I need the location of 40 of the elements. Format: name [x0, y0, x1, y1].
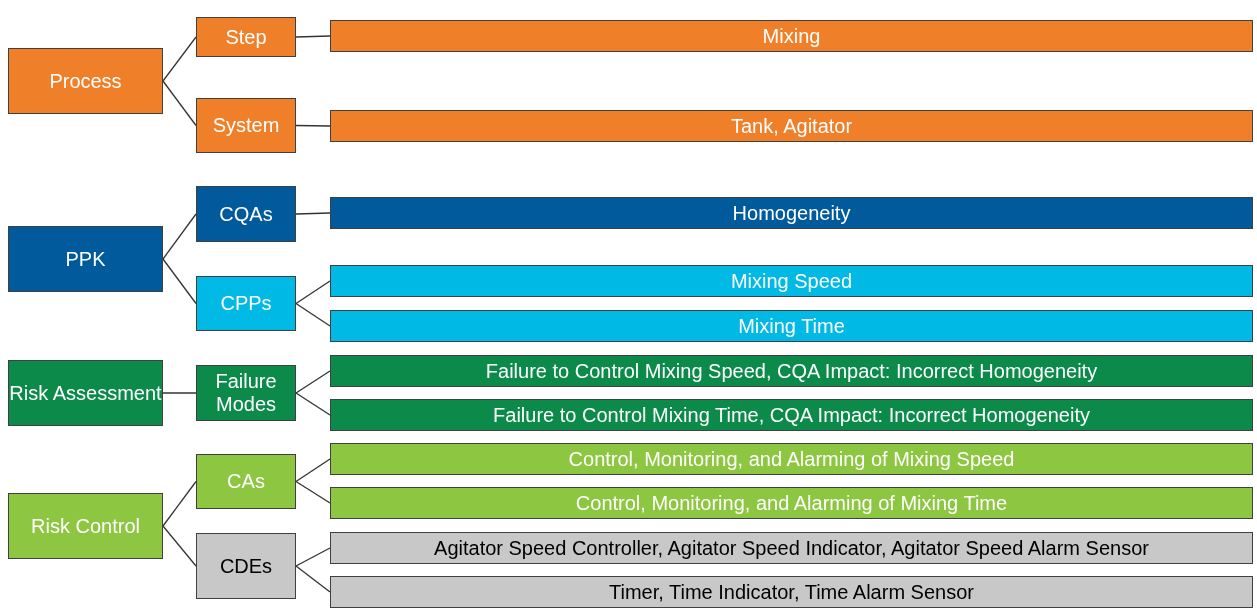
category-box: Agitator Speed Controller, Agitator Speed Indicator, Agitator Speed Alarm Sensor: [330, 532, 1253, 564]
connector-line: [295, 547, 331, 567]
category-box: Risk Assessment: [8, 360, 163, 426]
category-box: Homogeneity: [330, 197, 1253, 229]
connector-line: [295, 212, 331, 215]
connector-line: [295, 480, 331, 504]
category-box: Control, Monitoring, and Alarming of Mixing Speed: [330, 443, 1253, 475]
connector-line: [162, 525, 197, 567]
category-box: Mixing Time: [330, 310, 1253, 342]
connector-line: [295, 280, 331, 305]
category-box: CQAs: [196, 186, 296, 242]
category-box: Failure to Control Mixing Time, CQA Impact: Incorrect Homogeneity: [330, 399, 1253, 431]
connector-line: [162, 392, 197, 394]
category-box: CDEs: [196, 533, 296, 599]
category-box: Step: [196, 17, 296, 57]
category-box: PPK: [8, 226, 163, 292]
category-box: Risk Control: [8, 493, 163, 559]
connector-line: [162, 80, 197, 127]
connector-line: [295, 370, 331, 394]
category-box: System: [196, 98, 296, 153]
connector-line: [295, 565, 331, 593]
category-box: Failure to Control Mixing Speed, CQA Impact: Incorrect Homogeneity: [330, 355, 1253, 387]
category-box: Timer, Time Indicator, Time Alarm Sensor: [330, 576, 1253, 608]
connector-line: [162, 258, 197, 305]
connector-line: [162, 480, 197, 527]
category-box: Failure Modes: [196, 365, 296, 421]
connector-line: [162, 36, 197, 82]
connector-line: [295, 35, 331, 38]
category-box: Mixing Speed: [330, 265, 1253, 297]
category-box: CAs: [196, 454, 296, 509]
category-box: CPPs: [196, 276, 296, 331]
category-box: Mixing: [330, 20, 1253, 52]
category-box: Control, Monitoring, and Alarming of Mixing Time: [330, 487, 1253, 519]
connector-line: [295, 458, 331, 483]
category-box: Process: [8, 48, 163, 114]
connector-line: [162, 213, 197, 260]
connector-line: [295, 302, 331, 327]
connector-line: [295, 124, 331, 127]
connector-line: [295, 392, 331, 416]
category-box: Tank, Agitator: [330, 110, 1253, 142]
